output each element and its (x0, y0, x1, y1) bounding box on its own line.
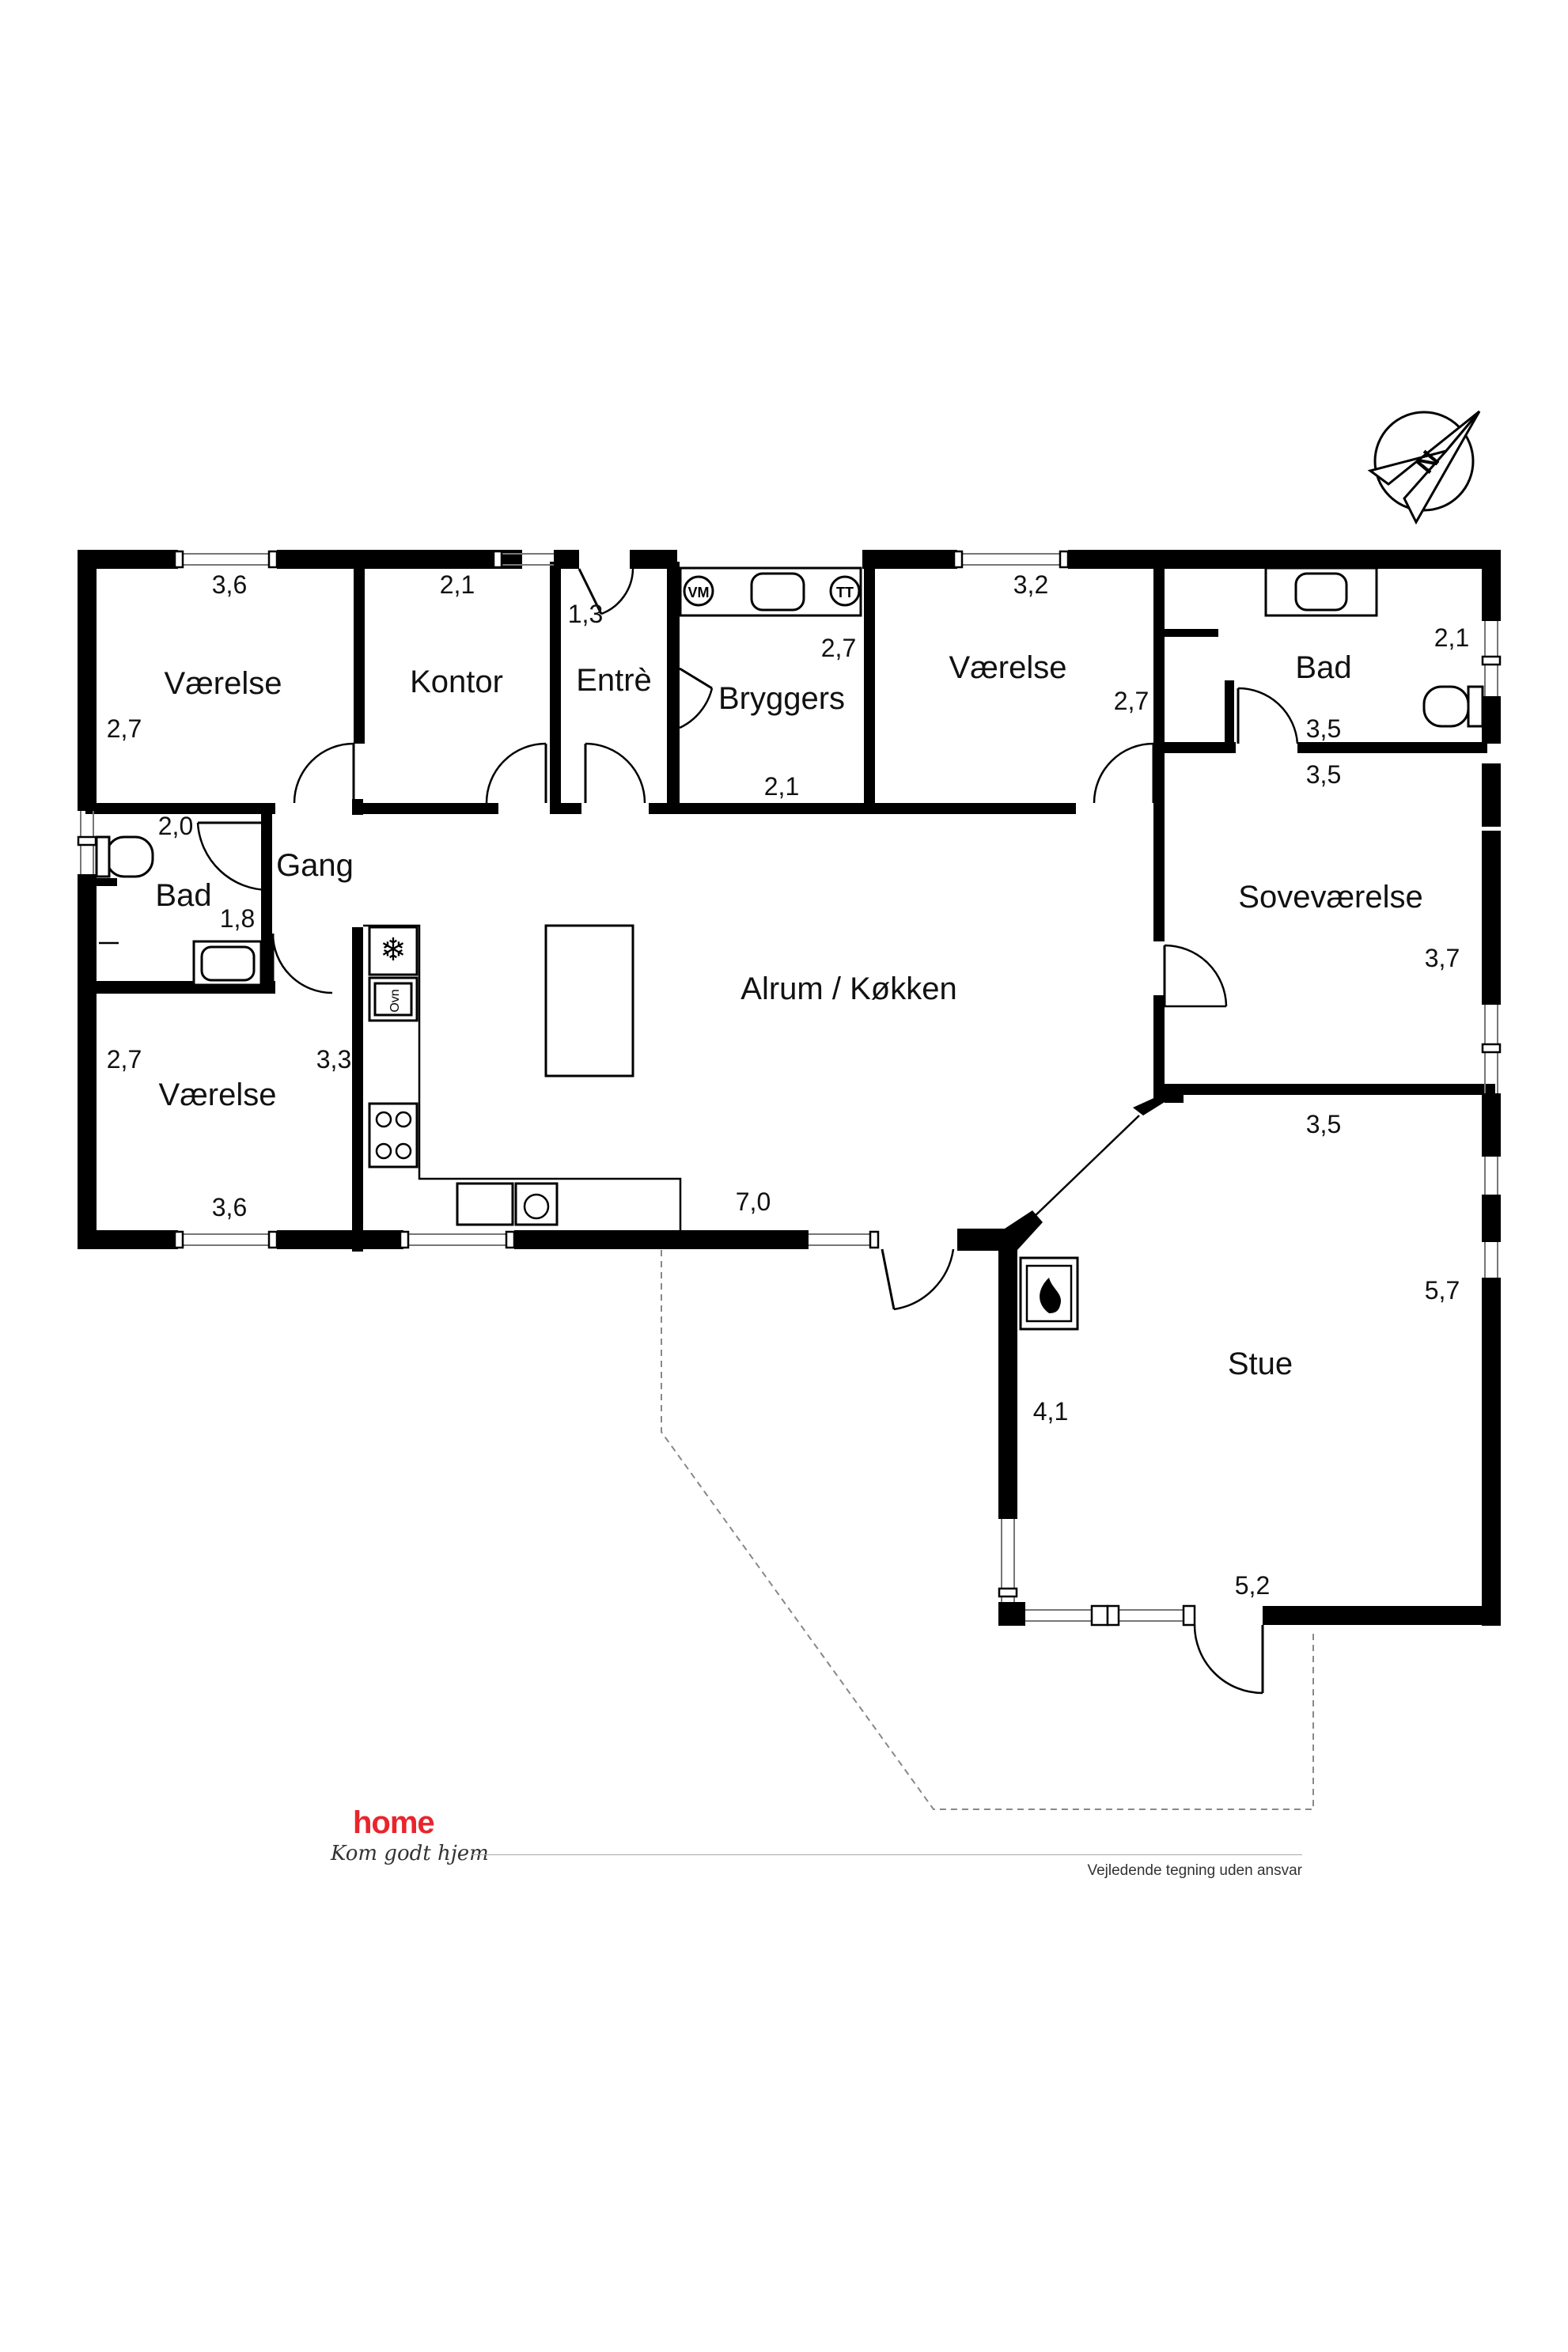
dim-vaerelse-sw-depth: 3,3 (316, 1045, 351, 1074)
dim-entre-width: 1,3 (568, 600, 603, 628)
dim-kontor-width: 2,1 (440, 570, 475, 599)
room-bad-ne: Bad (1295, 650, 1351, 685)
room-vaerelse-sw: Værelse (159, 1078, 277, 1112)
sink-icon (200, 945, 256, 982)
fixtures: VM TT ❄ Ovn (95, 566, 1484, 1331)
dim-stue-width-top: 3,5 (1306, 1110, 1341, 1138)
dim-sove-width: 3,5 (1306, 760, 1341, 789)
freezer-icon (368, 926, 419, 976)
room-bad-w: Bad (155, 878, 211, 913)
dryer-icon (829, 575, 861, 607)
walls (78, 550, 1501, 1626)
room-labels: Værelse Kontor Entrè Bryggers Værelse Ba… (155, 650, 1422, 1381)
dim-bad-w-width: 2,0 (158, 812, 193, 840)
dim-alrum-width: 7,0 (736, 1187, 771, 1216)
brand-slogan: Kom godt hjem (331, 1842, 489, 1865)
dim-vaerelse-nw-width: 3,6 (212, 570, 247, 599)
room-sovevaerelse: Soveværelse (1238, 880, 1422, 915)
dim-bryggers-height: 2,7 (821, 634, 856, 662)
dim-bad-ne-width: 3,5 (1306, 714, 1341, 743)
room-stue: Stue (1228, 1346, 1293, 1381)
windows (77, 550, 1502, 1627)
compass: N (1367, 410, 1481, 525)
dim-bryggers-width: 2,1 (764, 772, 799, 801)
room-vaerelse-n: Værelse (949, 650, 1067, 685)
washer-label: VM (688, 585, 710, 600)
dim-vaerelse-n-height: 2,7 (1114, 687, 1149, 715)
dim-vaerelse-n-width: 3,2 (1013, 570, 1048, 599)
dim-stue-width-bottom: 5,2 (1235, 1571, 1270, 1600)
dim-vaerelse-nw-height: 2,7 (107, 714, 142, 743)
dim-vaerelse-sw-height: 2,7 (107, 1045, 142, 1074)
room-entre: Entrè (576, 663, 652, 698)
disclaimer-text: Vejledende tegning uden ansvar (1087, 1862, 1302, 1879)
room-gang: Gang (276, 848, 354, 883)
dim-bad-w-height: 1,8 (220, 904, 255, 933)
dim-stue-inner: 4,1 (1033, 1397, 1068, 1426)
dim-sove-height: 3,7 (1425, 944, 1460, 972)
sink-icon (1294, 572, 1348, 612)
brand-logo: home (353, 1805, 435, 1840)
dim-stue-height: 5,7 (1425, 1276, 1460, 1305)
terrace-outline (661, 1250, 1314, 1810)
room-vaerelse-nw: Værelse (165, 666, 282, 701)
washer-icon (683, 575, 714, 607)
room-bryggers: Bryggers (718, 681, 845, 716)
sink-icon (750, 572, 805, 612)
dim-bad-ne-height: 2,1 (1434, 623, 1469, 652)
dimension-labels: 3,6 2,7 2,1 1,3 2,7 2,1 3,2 2,7 2,1 3,5 … (107, 570, 1469, 1600)
stove-icon (368, 1102, 419, 1168)
brand-footer: home Kom godt hjem Vejledende tegning ud… (331, 1805, 1304, 1879)
brand-divider (472, 1854, 1302, 1855)
room-alrum-kokken: Alrum / Køkken (740, 971, 956, 1006)
toilet-icon (105, 835, 154, 878)
kitchen-sink-icon (456, 1182, 514, 1226)
kitchen-island (544, 924, 634, 1078)
svg-text:❄: ❄ (380, 932, 407, 968)
oven-label: Ovn (388, 989, 402, 1012)
dryer-label: TT (836, 585, 854, 600)
toilet-icon (1422, 685, 1470, 728)
room-kontor: Kontor (410, 665, 503, 699)
doors (196, 568, 1299, 1695)
dim-vaerelse-sw-width: 3,6 (212, 1193, 247, 1221)
